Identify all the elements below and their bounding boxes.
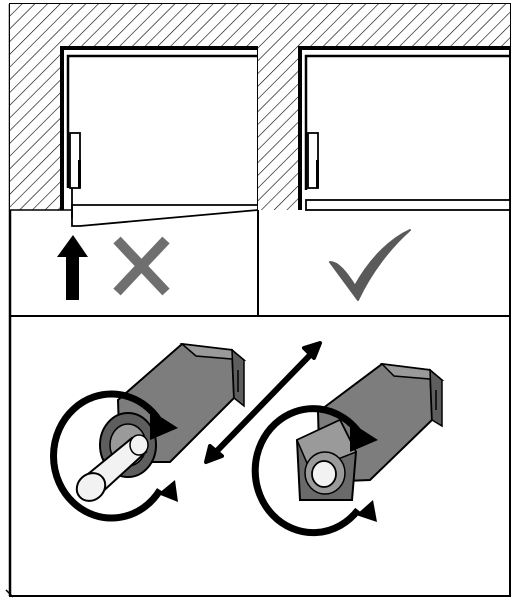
rotate-arrow-icon: [50, 390, 178, 522]
cabinet-frame: [60, 46, 258, 210]
hatched-wall: [10, 4, 258, 210]
cabinet-frame: [298, 46, 510, 210]
panel-correct: [258, 4, 511, 301]
cabinet-box: [66, 54, 258, 188]
panel-adjustment: [50, 341, 445, 537]
rotate-arrow-icon: [251, 405, 378, 537]
cross-icon: [113, 236, 170, 296]
door-aligned: [305, 199, 511, 211]
hatched-wall: [258, 4, 510, 210]
door-misaligned: [71, 204, 259, 227]
cabinet-box: [304, 54, 510, 190]
adjuster-device-left: [75, 342, 247, 502]
arrow-up-icon: [57, 235, 88, 300]
adjuster-device-right: [295, 362, 445, 501]
double-arrow-icon: [204, 341, 322, 464]
panel-incorrect: [10, 4, 259, 300]
check-icon: [329, 229, 411, 301]
